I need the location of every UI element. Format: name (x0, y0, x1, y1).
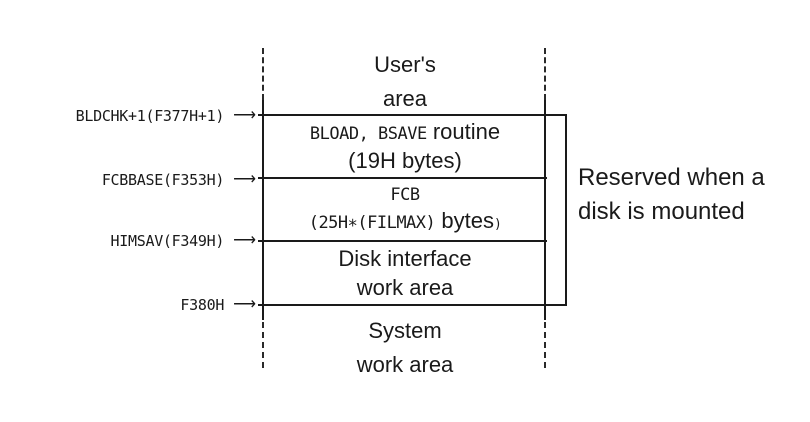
section-bload-bsave: BLOAD, BSAVE routine (19H bytes) (263, 116, 547, 177)
section-disk-interface-line2: work area (356, 275, 454, 300)
section-fcb-subtitle: (25H∗(FILMAX) bytes) (308, 207, 502, 233)
user-area-line1: User's (374, 52, 436, 77)
reserved-note-line1: Reserved when a (578, 164, 765, 191)
section-disk-interface: Disk interface work area (263, 242, 547, 304)
reserved-note: Reserved when a disk is mounted (578, 161, 793, 229)
address-label-bldchk-text: BLDCHK+1(F377H+1) (75, 107, 225, 125)
bottom-left-dashed-line (262, 322, 264, 368)
right-arrow-icon: ⟶ (233, 107, 256, 124)
bottom-right-dashed-line (544, 322, 546, 368)
right-arrow-icon: ⟶ (233, 232, 256, 249)
address-label-himsav-text: HIMSAV(F349H) (110, 232, 225, 250)
address-label-f380h: F380H ⟶ (0, 294, 256, 316)
line-bldchk (258, 114, 547, 116)
box-left-edge (262, 100, 264, 320)
address-label-fcbbase-text: FCBBASE(F353H) (101, 171, 225, 189)
system-area-line1: System (368, 318, 442, 343)
top-left-dashed-line (262, 48, 264, 100)
section-disk-interface-line1: Disk interface (338, 246, 472, 271)
address-label-f380h-text: F380H (180, 296, 225, 314)
section-bload-bsave-title: BLOAD, BSAVE routine (309, 119, 501, 144)
line-himsav (258, 240, 547, 242)
box-right-edge (544, 100, 546, 320)
address-label-himsav: HIMSAV(F349H) ⟶ (0, 230, 256, 252)
right-arrow-icon: ⟶ (233, 171, 256, 188)
address-label-bldchk: BLDCHK+1(F377H+1) ⟶ (0, 105, 256, 127)
address-label-fcbbase: FCBBASE(F353H) ⟶ (0, 169, 256, 191)
right-arrow-icon: ⟶ (233, 296, 256, 313)
system-area-caption: System work area (263, 314, 547, 382)
line-fcbbase (258, 177, 547, 179)
top-right-dashed-line (544, 48, 546, 100)
user-area-caption: User's area (263, 48, 547, 116)
section-bload-bsave-subtitle: (19H bytes) (348, 148, 462, 173)
user-area-line2: area (382, 86, 428, 111)
section-fcb: FCB (25H∗(FILMAX) bytes) (263, 179, 547, 240)
reserved-note-line2: disk is mounted (578, 198, 745, 225)
section-fcb-title: FCB (390, 184, 420, 205)
reserved-range-bracket (547, 114, 567, 306)
system-area-line2: work area (356, 352, 454, 377)
line-f380h (258, 304, 547, 306)
